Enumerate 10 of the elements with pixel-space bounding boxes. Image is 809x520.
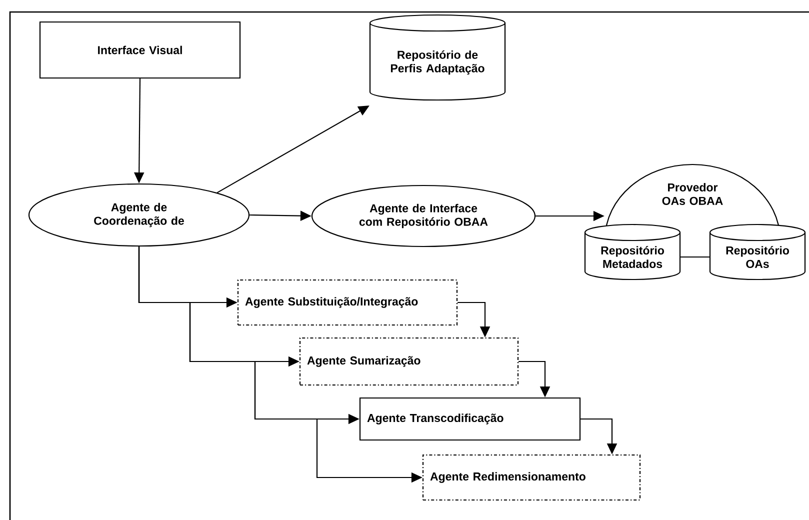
connector-line: [680, 256, 710, 258]
database-cylinder: Repositório de Perfis Adaptação: [369, 14, 506, 101]
database-cylinder: Repositório Metadados: [584, 224, 681, 280]
agent-box: Agente Substituição/Integração: [237, 279, 458, 326]
agent-box: Interface Visual: [39, 21, 241, 79]
agent-box: Agente Redimensionamento: [422, 454, 641, 501]
node-label: Repositório OAs: [726, 246, 789, 268]
agent-box: Agente Transcodificação: [359, 397, 581, 441]
agent-box: Agente Sumarização: [299, 337, 519, 386]
database-cylinder: Repositório OAs: [709, 224, 806, 280]
